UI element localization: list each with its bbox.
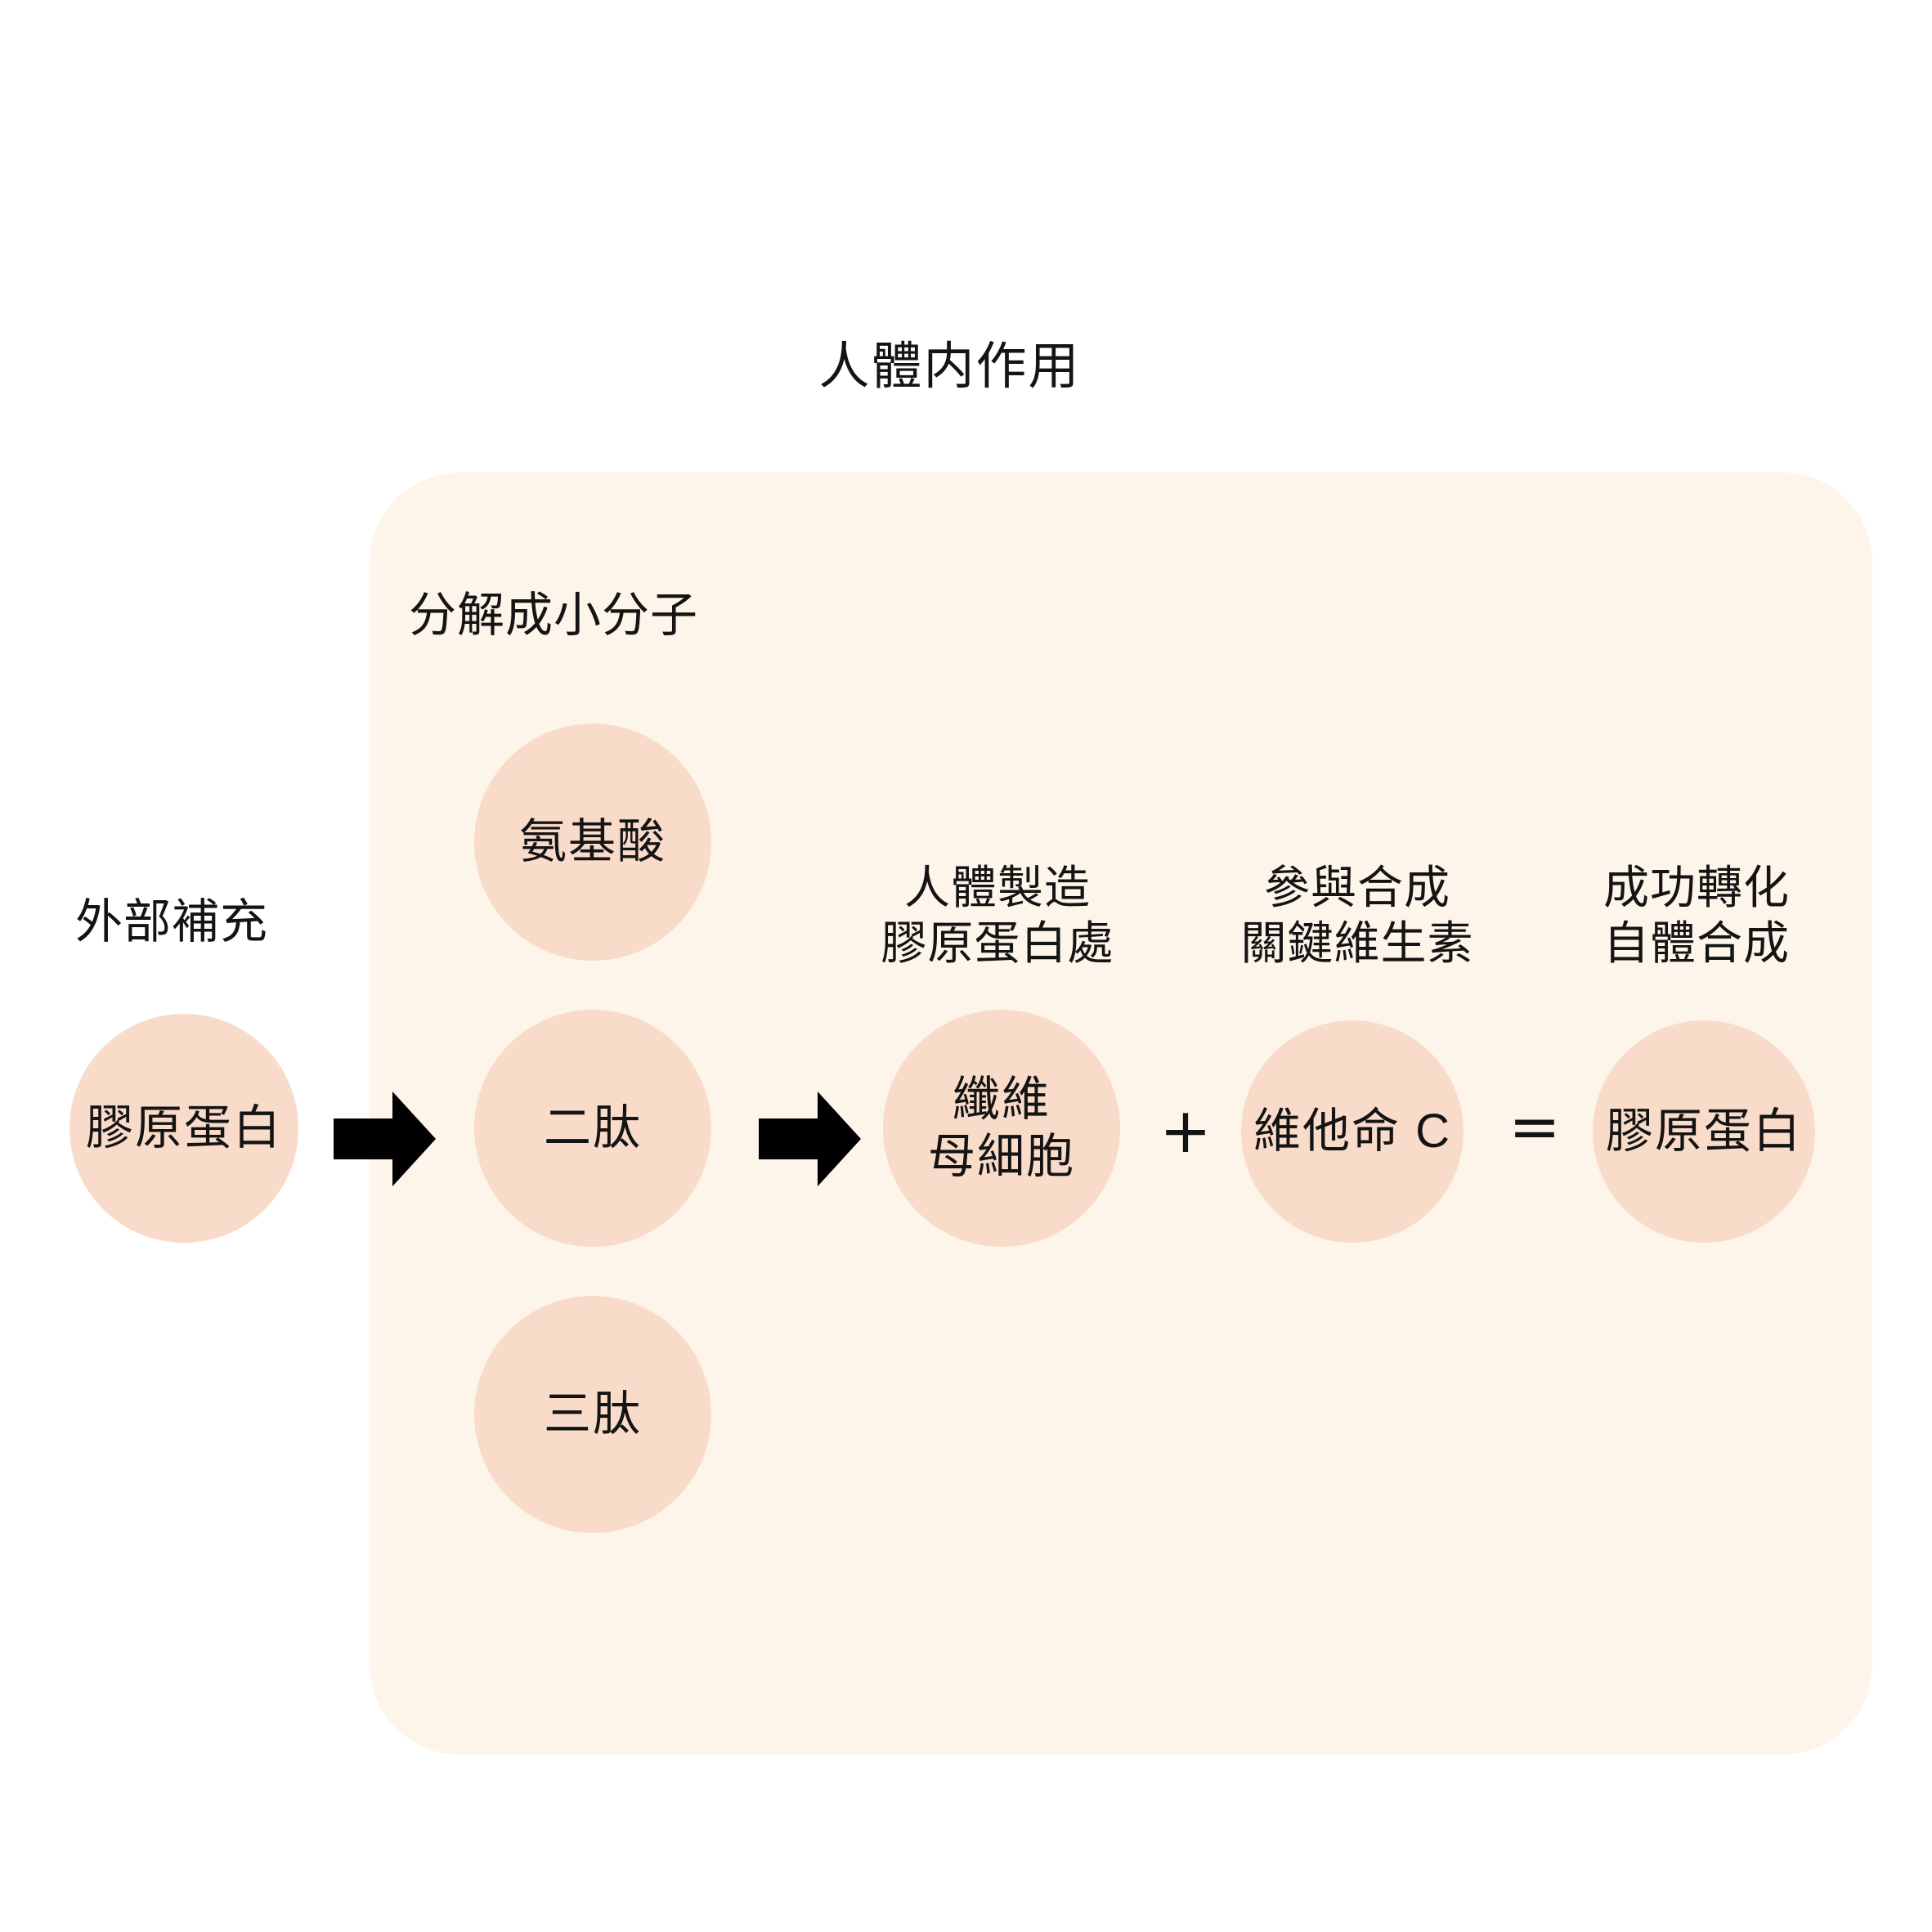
fibroblast-caption: 人體製造 膠原蛋白處 xyxy=(881,862,1114,970)
bubble-amino-acid[interactable]: 氨基酸 xyxy=(474,724,711,961)
page-title-text: 人體内作用 xyxy=(818,338,1081,395)
external-supplement-caption: 外部補充 xyxy=(74,895,268,948)
bubble-vitamin-c[interactable]: 維他命 C xyxy=(1241,1020,1464,1243)
right-arrow-icon-1 xyxy=(334,1090,436,1188)
equals-operator: = xyxy=(1508,1090,1561,1163)
breakdown-caption: 分解成小分子 xyxy=(409,589,699,642)
bubble-result-collagen[interactable]: 膠原蛋白 xyxy=(1593,1020,1815,1243)
right-arrow-icon-2 xyxy=(759,1090,861,1188)
vitamin-caption: 參與合成 關鍵維生素 xyxy=(1240,862,1474,970)
bubble-external-collagen[interactable]: 膠原蛋白 xyxy=(69,1014,298,1243)
page-title: 人體内作用 xyxy=(0,337,1932,397)
plus-operator: + xyxy=(1159,1094,1212,1167)
bubble-fibroblast[interactable]: 纖維 母細胞 xyxy=(883,1010,1120,1247)
result-caption: 成功轉化 自體合成 xyxy=(1603,862,1790,970)
bubble-dipeptide[interactable]: 二肽 xyxy=(474,1010,711,1247)
bubble-tripeptide[interactable]: 三肽 xyxy=(474,1296,711,1533)
